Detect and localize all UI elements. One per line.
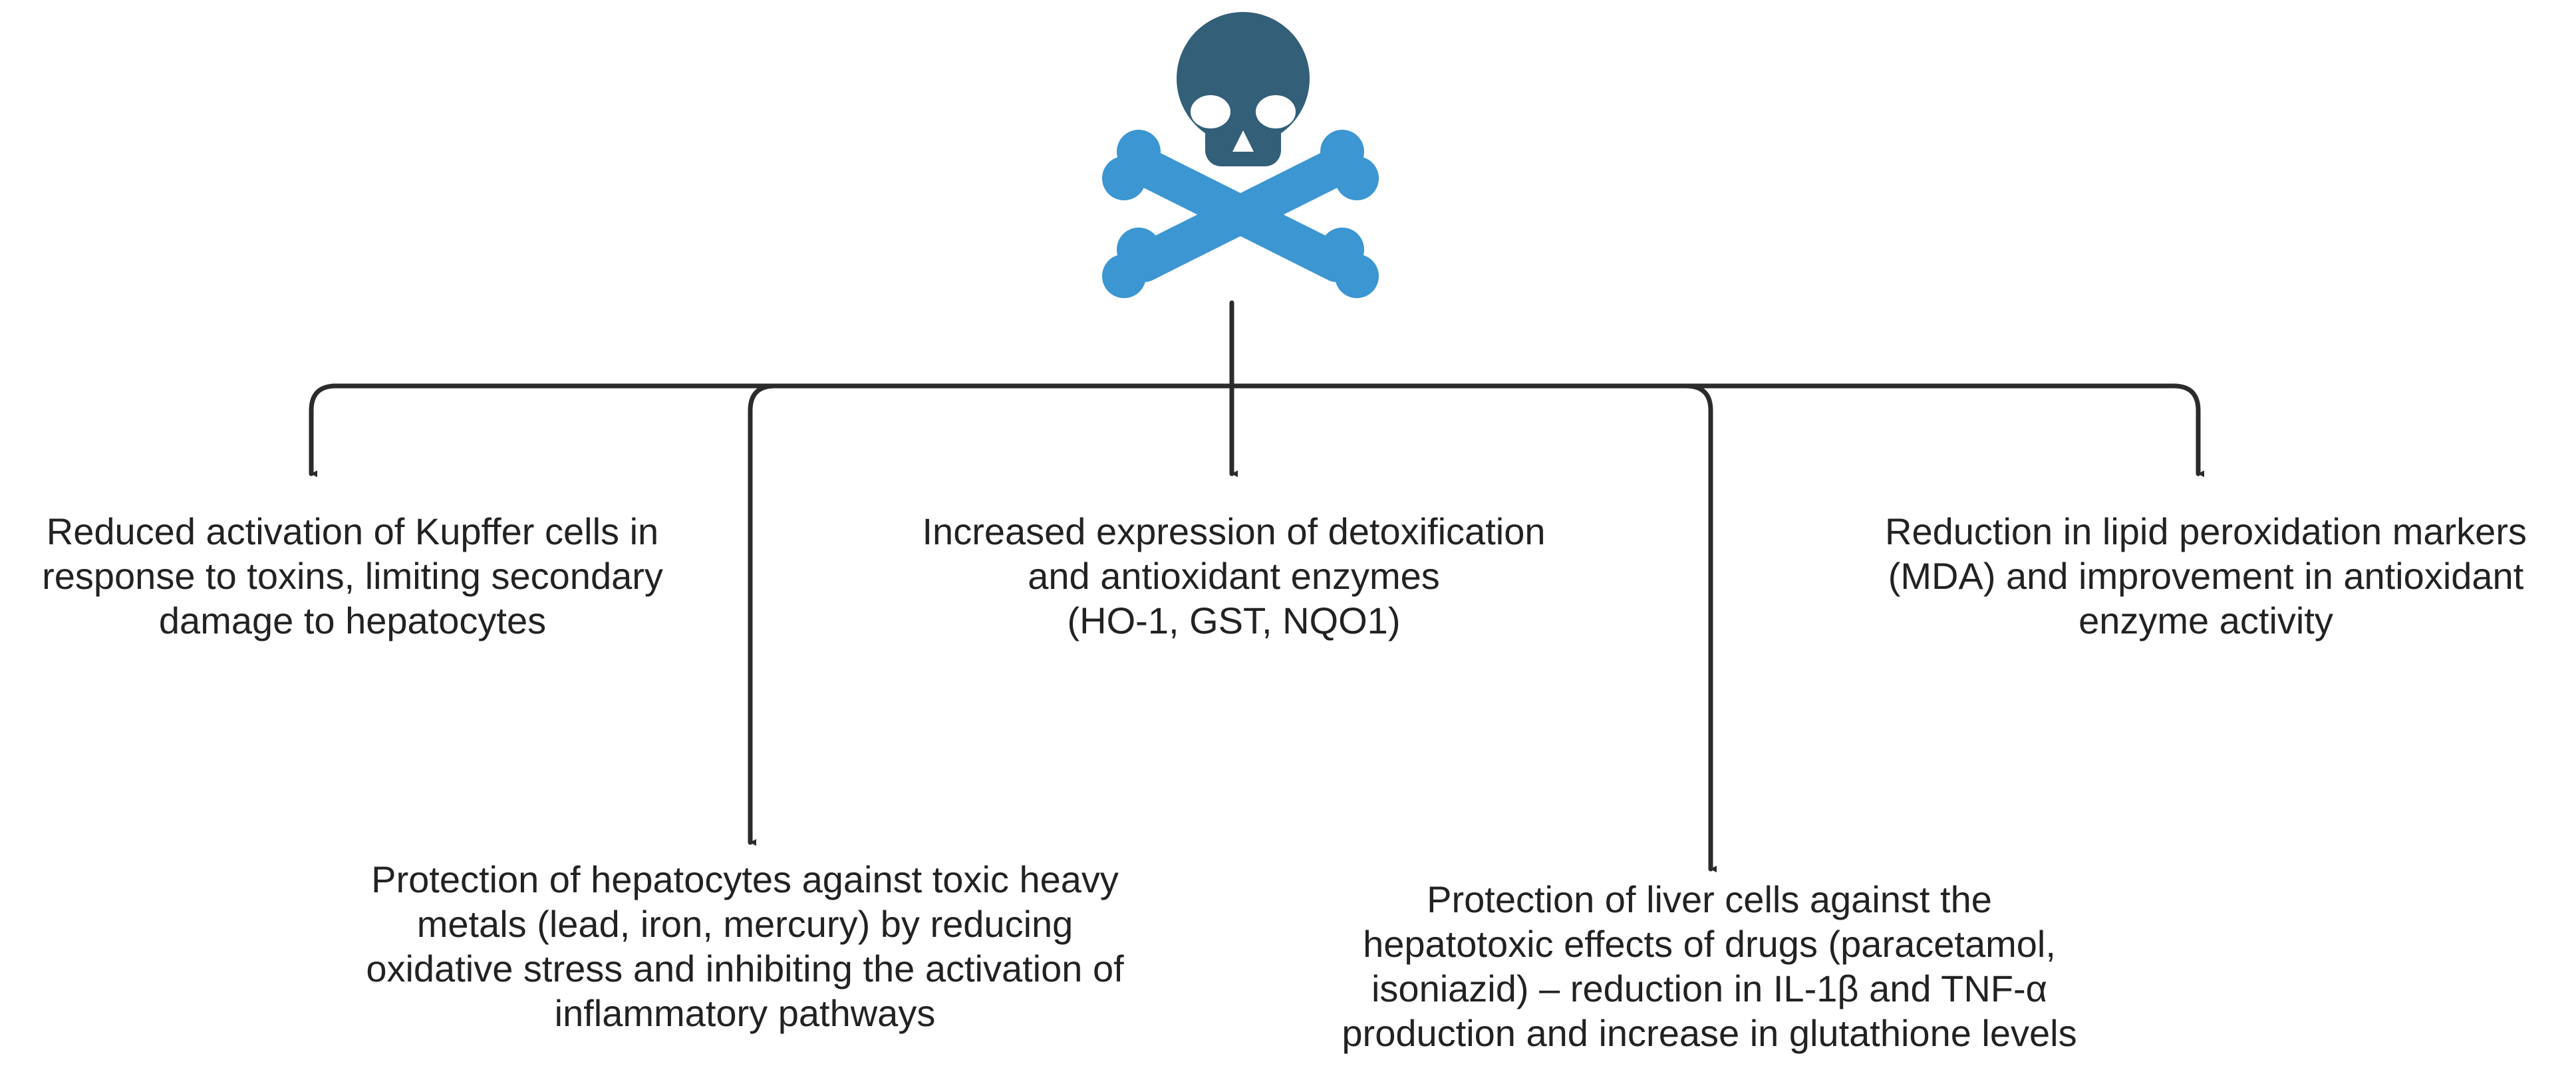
outcome-text-line: Reduced activation of Kupffer cells in	[46, 510, 659, 552]
outcome-text-line: Reduction in lipid peroxidation markers	[1885, 510, 2527, 552]
outcome-text-line: hepatotoxic effects of drugs (paracetamo…	[1363, 923, 2056, 965]
outcome-text-line: and antioxidant enzymes	[1028, 555, 1440, 597]
outcome-text-line: production and increase in glutathione l…	[1342, 1012, 2077, 1054]
outcome-text-line: Protection of liver cells against the	[1427, 878, 1992, 920]
outcome-text-line: oxidative stress and inhibiting the acti…	[366, 948, 1124, 989]
arrow-to-box-2	[748, 383, 778, 846]
arrow-to-box-5	[2171, 383, 2204, 477]
outcome-text-line: response to toxins, limiting secondary	[42, 555, 663, 597]
outcome-heavy-metals: Protection of hepatocytes against toxic …	[293, 857, 1197, 1035]
outcome-detox-enzymes: Increased expression of detoxification a…	[858, 509, 1610, 643]
outcome-lipid-peroxidation: Reduction in lipid peroxidation markers …	[1836, 509, 2576, 643]
outcome-text-line: metals (lead, iron, mercury) by reducing	[416, 903, 1073, 945]
outcome-text-line: Increased expression of detoxification	[922, 510, 1546, 552]
connector-lines	[309, 300, 2204, 872]
outcome-text-line: isoniazid) – reduction in IL-1β and TNF-…	[1371, 968, 2047, 1009]
skull-crossbones-icon	[1102, 12, 1379, 298]
outcome-text-line: enzyme activity	[2078, 600, 2333, 641]
outcome-text-line: inflammatory pathways	[554, 992, 936, 1034]
outcome-text-line: (HO-1, GST, NQO1)	[1067, 600, 1401, 641]
arrow-to-box-1	[309, 383, 339, 477]
outcome-drug-hepatotoxicity: Protection of liver cells against the he…	[1250, 877, 2168, 1055]
arrow-to-box-4	[1683, 383, 1717, 872]
outcome-kupffer-cells: Reduced activation of Kupffer cells in r…	[0, 509, 705, 643]
outcome-text-line: Protection of hepatocytes against toxic …	[371, 858, 1119, 900]
crossbones-icon	[1102, 130, 1379, 298]
skull-icon	[1177, 12, 1310, 174]
outcome-text-line: (MDA) and improvement in antioxidant	[1888, 555, 2524, 597]
outcome-text-line: damage to hepatocytes	[158, 600, 547, 641]
